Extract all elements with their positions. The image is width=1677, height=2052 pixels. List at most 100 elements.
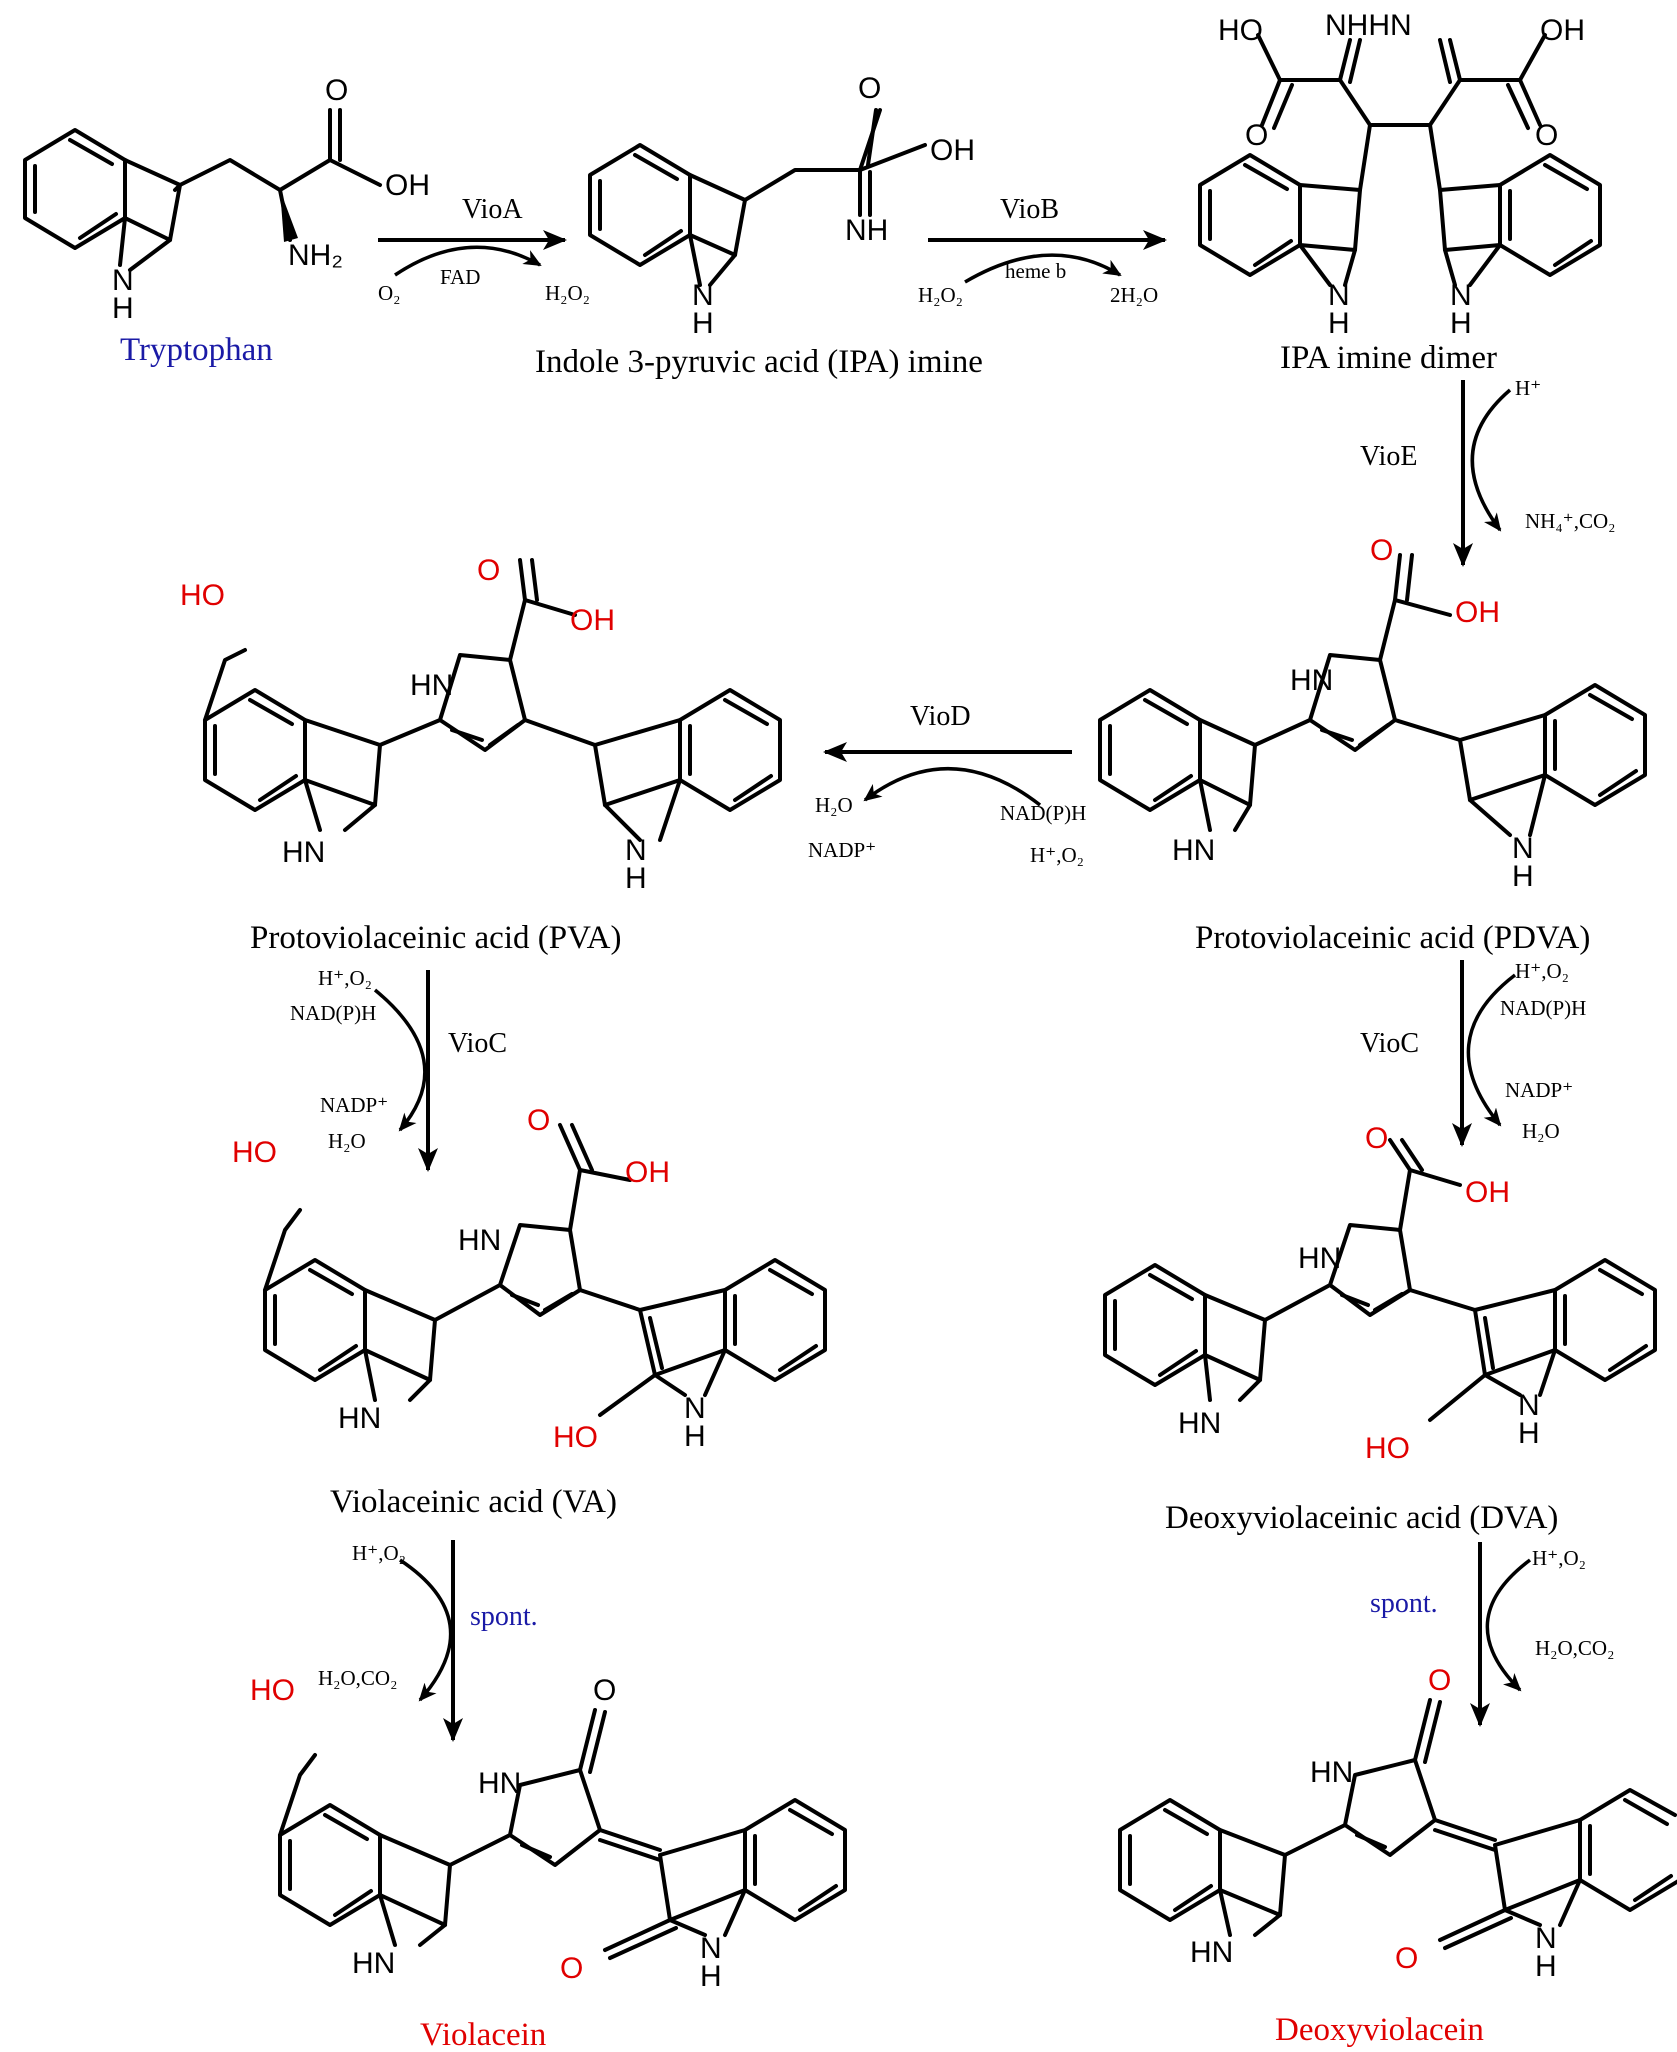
atom-label: N (684, 1392, 706, 1425)
atom-label: O (858, 72, 881, 105)
atom-label: HN (282, 836, 325, 869)
atom-label: HN (410, 669, 453, 702)
vioC-left-cofactor-curve (373, 988, 427, 1132)
spont-left-cofactor-curve (399, 1558, 453, 1702)
vioD-cofactor-curve (863, 766, 1042, 807)
atom-label: H (700, 1960, 722, 1993)
atom-label: HN (478, 1767, 521, 1800)
compound-ipa-imine-label: Indole 3-pyruvic acid (IPA) imine (535, 344, 983, 380)
tryptophan-structure (23, 108, 382, 272)
cofactor-label: NAD(P)H (1000, 801, 1086, 825)
cofactor-label: FAD (440, 265, 480, 289)
atom-label: HN (458, 1224, 501, 1257)
compound-deoxyviolacein-label: Deoxyviolacein (1275, 2012, 1484, 2048)
cofactor-label: O₂ (378, 281, 401, 305)
compound-dva-label: Deoxyviolaceinic acid (DVA) (1165, 1500, 1558, 1536)
atom-label: N (625, 834, 647, 867)
atom-label: O (593, 1674, 616, 1707)
violacein-structure (278, 1708, 847, 1960)
atom-label: HN (338, 1402, 381, 1435)
atom-label: O (1535, 119, 1558, 152)
atom-label: H (1535, 1950, 1557, 1983)
atom-label: HO (250, 1674, 295, 1707)
cofactor-label: H₂O (1522, 1119, 1560, 1143)
atom-label: OH (1465, 1176, 1510, 1209)
cofactor-label: NADP⁺ (1505, 1078, 1573, 1102)
cofactor-label: NADP⁺ (808, 838, 876, 862)
atom-label: OH (385, 169, 430, 202)
cofactor-label: H⁺,O₂ (1515, 959, 1569, 983)
cofactor-label: H⁺,O₂ (352, 1541, 406, 1565)
atom-label: O (527, 1104, 550, 1137)
enzyme-vioD: VioD (910, 701, 971, 732)
atom-label: O (325, 74, 348, 107)
atom-label: HN (1298, 1242, 1341, 1275)
atom-label: O (1428, 1664, 1451, 1697)
atom-label: NHHN (1325, 9, 1412, 42)
atom-label: H (1512, 860, 1534, 893)
atom-label: OH (570, 604, 615, 637)
atom-label: H (625, 862, 647, 895)
compound-pva-label: Protoviolaceinic acid (PVA) (250, 920, 621, 956)
atom-label: N (1450, 279, 1472, 312)
enzyme-spont-left: spont. (470, 1601, 538, 1632)
cofactor-label: H₂O₂ (918, 283, 963, 307)
va-structure (263, 1123, 827, 1417)
vioB-cofactor-curve (964, 253, 1122, 284)
enzyme-vioB: VioB (1000, 194, 1059, 225)
pva-structure (203, 558, 782, 842)
cofactor-label: H₂O,CO₂ (318, 1666, 397, 1690)
atom-label: OH (930, 134, 975, 167)
pdva-structure (1098, 553, 1647, 837)
atom-label: O (1370, 534, 1393, 567)
atom-label: O (560, 1952, 583, 1985)
atom-label: H (692, 307, 714, 340)
spont-right-cofactor-curve (1485, 1558, 1532, 1692)
cofactor-label: H⁺,O₂ (1030, 843, 1084, 867)
atom-label: N (112, 264, 134, 297)
atom-label: HO (232, 1136, 277, 1169)
atom-label: OH (625, 1156, 670, 1189)
enzyme-vioC-left: VioC (448, 1028, 507, 1059)
deoxyviolacein-structure (1118, 1698, 1677, 1950)
atom-label: HN (1290, 664, 1333, 697)
cofactor-label: H⁺,O₂ (318, 966, 372, 990)
enzyme-spont-right: spont. (1370, 1588, 1438, 1619)
vioA-cofactor-curve (394, 245, 542, 277)
compound-ipa-dimer-label: IPA imine dimer (1280, 340, 1497, 376)
atom-label: HO (1365, 1432, 1410, 1465)
atom-label: HO (1218, 14, 1263, 47)
cofactor-label: H₂O₂ (545, 281, 590, 305)
atom-label: HN (1178, 1407, 1221, 1440)
dva-structure (1103, 1138, 1657, 1422)
atom-label: HN (1190, 1936, 1233, 1969)
cofactor-label: H⁺,O₂ (1532, 1546, 1586, 1570)
enzyme-vioE: VioE (1360, 441, 1417, 472)
compound-tryptophan-label: Tryptophan (120, 332, 273, 368)
cofactor-label: H₂O (815, 793, 853, 817)
cofactor-label: 2H₂O (1110, 283, 1158, 307)
atom-label: H (1450, 307, 1472, 340)
cofactor-label: H₂O,CO₂ (1535, 1636, 1614, 1660)
cofactor-label: NAD(P)H (290, 1001, 376, 1025)
atom-label: O (1365, 1122, 1388, 1155)
atom-label: N (1328, 279, 1350, 312)
atom-label: N (1535, 1922, 1557, 1955)
ipa-imine-structure (588, 108, 927, 287)
compound-violacein-label: Violacein (420, 2017, 546, 2052)
vioC-right-cofactor-curve (1466, 973, 1517, 1127)
enzyme-vioA: VioA (462, 194, 523, 225)
cofactor-label: NH₄⁺,CO₂ (1525, 509, 1615, 533)
ipa-imine-dimer-structure (1198, 33, 1602, 287)
cofactor-label: H⁺ (1515, 376, 1541, 400)
atom-label: OH (1540, 14, 1585, 47)
atom-label: O (477, 554, 500, 587)
atom-label: H (112, 292, 134, 325)
atom-label: OH (1455, 596, 1500, 629)
atom-label: N (692, 279, 714, 312)
atom-label: HO (180, 579, 225, 612)
atom-label: NH (845, 214, 888, 247)
atom-label: N (1512, 832, 1534, 865)
cofactor-label: heme b (1005, 259, 1066, 283)
